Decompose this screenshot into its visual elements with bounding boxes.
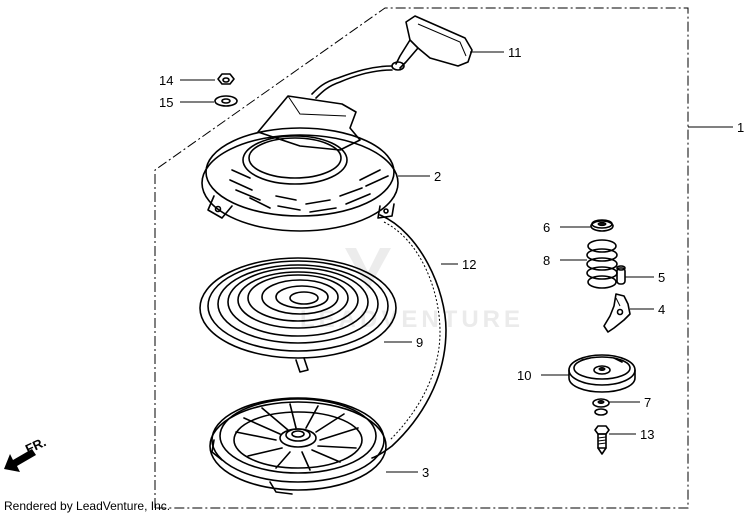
callout-13: 13 <box>640 427 654 442</box>
watermark-text: LEADVENTURE <box>300 306 524 333</box>
callout-1: 1 <box>737 120 744 135</box>
callout-4: 4 <box>658 302 665 317</box>
callouts: 1 2 3 4 5 6 7 8 9 10 11 12 13 14 15 <box>159 45 744 480</box>
callout-12: 12 <box>462 257 476 272</box>
callout-6: 6 <box>543 220 550 235</box>
flange-nut <box>217 73 235 85</box>
callout-14: 14 <box>159 73 173 88</box>
ratchet-pawl <box>603 293 631 333</box>
starter-case <box>201 95 399 232</box>
callout-3: 3 <box>422 465 429 480</box>
callout-10: 10 <box>517 368 531 383</box>
callout-8: 8 <box>543 253 550 268</box>
set-screw <box>594 425 610 455</box>
friction-spring <box>586 239 618 289</box>
spring-washer <box>590 219 614 232</box>
front-direction-label: FR. <box>23 434 48 456</box>
lock-washer <box>592 398 610 416</box>
ratchet-spring-pin <box>616 265 626 285</box>
assembly-boundary <box>154 7 689 509</box>
callout-2: 2 <box>434 169 441 184</box>
recoil-spring <box>199 257 397 373</box>
callout-15: 15 <box>159 95 173 110</box>
drive-plate <box>568 354 636 393</box>
callout-7: 7 <box>644 395 651 410</box>
front-direction-arrow: FR. <box>4 434 48 472</box>
reel <box>209 397 387 495</box>
watermark: LEADVENTURE <box>300 248 524 333</box>
washer <box>214 95 238 107</box>
callout-11: 11 <box>508 45 522 60</box>
callout-9: 9 <box>416 335 423 350</box>
callout-5: 5 <box>658 270 665 285</box>
render-credit: Rendered by LeadVenture, Inc. <box>4 499 171 513</box>
starter-grip <box>311 15 473 99</box>
